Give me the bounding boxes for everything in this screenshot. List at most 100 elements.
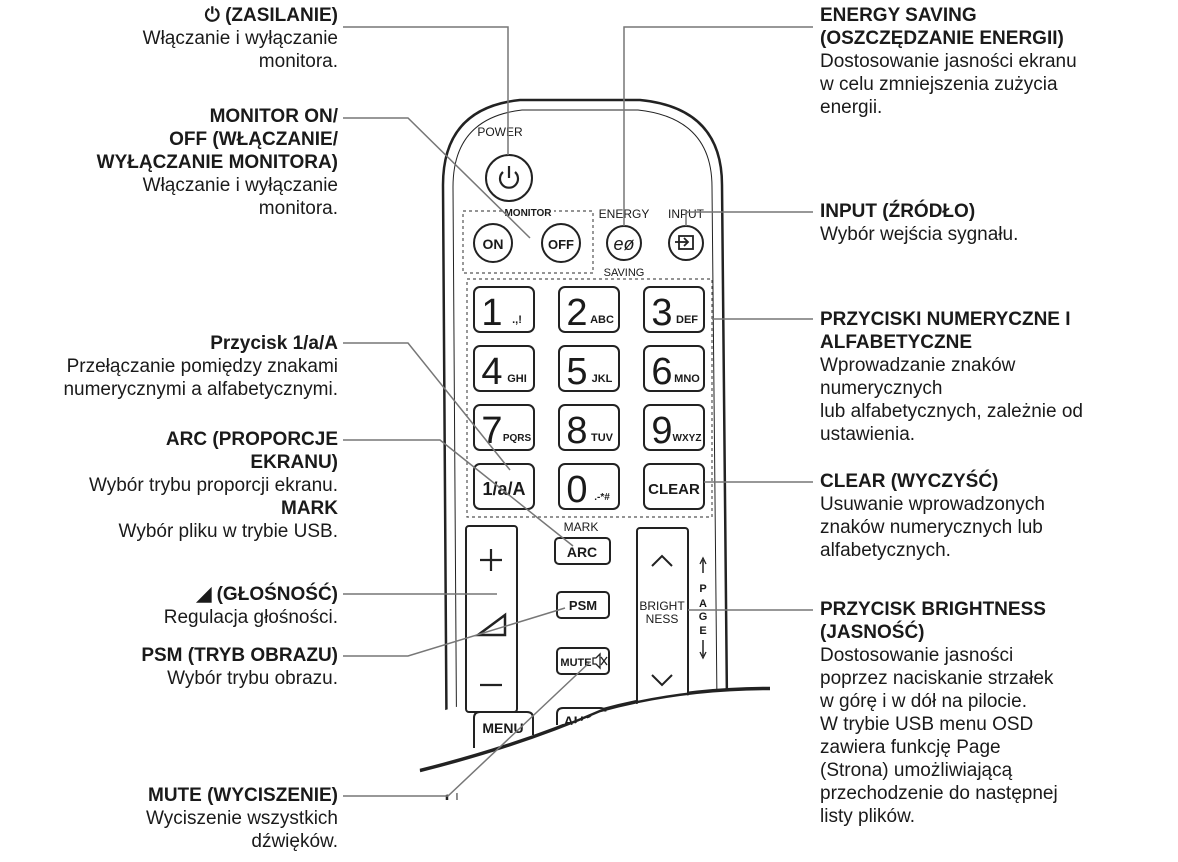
volume-icon <box>474 612 507 637</box>
label-clear-desc-2: znaków numerycznych lub <box>820 517 1043 538</box>
remote-cutoff-mask <box>415 690 775 800</box>
key-1-letters: .,! <box>512 314 522 326</box>
mute-button[interactable] <box>556 647 610 675</box>
mute-key-text: MUTE <box>560 657 591 669</box>
label-brightness: PRZYCISK BRIGHTNESS (JASNOŚĆ) Dostosowan… <box>820 598 1058 828</box>
key-9-letters: WXYZ <box>673 433 702 444</box>
label-energy-title-2: (OSZCZĘDZANIE ENERGII) <box>820 28 1064 49</box>
label-clear-desc-1: Usuwanie wprowadzonych <box>820 494 1045 515</box>
callout-input <box>685 211 813 226</box>
label-brightness-desc-3: w górę i w dół na pilocie. <box>820 691 1027 712</box>
label-monitor-desc-2: monitora. <box>258 198 338 219</box>
label-mute-title: MUTE (WYCISZENIE) <box>148 785 338 806</box>
toggle-1aA-button[interactable] <box>473 463 535 510</box>
key-1-digit: 1 <box>481 292 502 334</box>
label-energy-desc-2: w celu zmniejszenia zużycia <box>820 74 1058 95</box>
label-psm-desc-1: Wybór trybu obrazu. <box>167 668 338 689</box>
svg-text:G: G <box>699 611 708 623</box>
key-0-button[interactable]: 0.-*# <box>558 463 620 511</box>
chevron-down-icon <box>651 674 673 687</box>
svg-text:P: P <box>699 583 706 595</box>
label-brightness-desc-1: Dostosowanie jasności <box>820 645 1014 666</box>
clear-button[interactable] <box>643 463 705 510</box>
remote-cutoff-line <box>419 687 771 773</box>
label-toggle: Przycisk 1/a/A Przełączanie pomiędzy zna… <box>63 332 338 401</box>
label-energy-desc-1: Dostosowanie jasności ekranu <box>820 51 1077 72</box>
arc-button[interactable] <box>554 537 611 565</box>
key-5-letters: JKL <box>592 373 613 385</box>
callout-energy <box>623 26 813 226</box>
callout-monitor <box>343 117 531 239</box>
label-input: INPUT (ŹRÓDŁO) Wybór wejścia sygnału. <box>820 200 1018 246</box>
label-brightness-desc-6: (Strona) umożliwiającą <box>820 760 1013 781</box>
label-power-desc-1: Włączanie i wyłączanie <box>142 28 338 49</box>
callout-arc <box>343 439 574 547</box>
label-psm: PSM (TRYB OBRAZU) Wybór trybu obrazu. <box>141 644 338 690</box>
key-7-digit: 7 <box>481 410 502 452</box>
mark-key-label: MARK <box>564 520 599 534</box>
key-3-digit: 3 <box>651 292 672 334</box>
power-icon <box>498 166 520 189</box>
label-arc: ARC (PROPORCJE EKRANU) Wybór trybu propo… <box>89 428 338 543</box>
key-1-button[interactable]: 1.,! <box>473 286 535 334</box>
monitor-off-button[interactable] <box>541 223 581 263</box>
callout-power <box>343 26 509 155</box>
label-brightness-title-2: (JASNOŚĆ) <box>820 622 925 643</box>
label-input-desc-1: Wybór wejścia sygnału. <box>820 224 1019 245</box>
chevron-up-icon <box>651 554 673 567</box>
key-6-letters: MNO <box>674 373 700 385</box>
power-key-label: POWER <box>477 125 523 139</box>
off-key-text: OFF <box>548 237 574 252</box>
label-arc-desc-1: Wybór trybu proporcji ekranu. <box>88 475 338 496</box>
key-8-digit: 8 <box>566 410 587 452</box>
label-mute-desc-1: Wyciszenie wszystkich <box>146 808 338 829</box>
callout-psm <box>343 607 566 657</box>
psm-button[interactable] <box>556 591 610 619</box>
label-volume: ◢ (GŁOŚNOŚĆ) Regulacja głośności. <box>164 583 338 629</box>
on-key-text: ON <box>483 236 504 252</box>
label-brightness-desc-2: poprzez naciskanie strzałek <box>820 668 1054 689</box>
saving-key-label: SAVING <box>604 267 645 279</box>
power-symbol-icon: ⏻ <box>204 5 226 26</box>
label-numeric-desc-3: lub alfabetycznych, zależnie od <box>820 401 1083 422</box>
monitor-on-button[interactable] <box>473 223 513 263</box>
key-7-letters: PQRS <box>503 433 532 444</box>
remote-body <box>441 98 729 801</box>
callout-mute <box>343 661 591 797</box>
key-3-letters: DEF <box>676 314 698 326</box>
svg-text:E: E <box>699 625 706 637</box>
key-2-letters: ABC <box>590 314 614 326</box>
remote-body-inner <box>452 109 718 801</box>
numeric-group-frame <box>466 278 713 518</box>
label-toggle-desc-1: Przełączanie pomiędzy znakami <box>66 356 338 377</box>
label-power: ⏻ (ZASILANIE) Włączanie i wyłączanie mon… <box>143 4 338 73</box>
label-input-title: INPUT (ŹRÓDŁO) <box>820 201 976 222</box>
clear-key-text: CLEAR <box>648 481 700 498</box>
label-clear-desc-3: alfabetycznych. <box>820 540 951 561</box>
monitor-key-label: MONITOR <box>504 208 552 219</box>
svg-text:A: A <box>699 598 707 610</box>
mute-speaker-icon <box>592 652 608 670</box>
key-4-letters: GHI <box>507 373 527 385</box>
label-power-desc-2: monitora. <box>258 51 338 72</box>
input-source-icon <box>675 235 694 250</box>
brightness-key-text-1: BRIGHT <box>639 599 685 613</box>
label-mute: MUTE (WYCISZENIE) Wyciszenie wszystkich … <box>146 784 338 853</box>
label-numeric-desc-2: numerycznych <box>820 378 943 399</box>
label-arc-title-2: EKRANU) <box>250 452 338 473</box>
label-energy: ENERGY SAVING (OSZCZĘDZANIE ENERGII) Dos… <box>820 4 1077 119</box>
plus-icon <box>480 549 502 571</box>
label-volume-title: (GŁOŚNOŚĆ) <box>216 584 338 605</box>
label-volume-desc-1: Regulacja głośności. <box>163 607 338 628</box>
label-numeric: PRZYCISKI NUMERYCZNE I ALFABETYCZNE Wpro… <box>820 308 1083 446</box>
label-monitor-title-3: WYŁĄCZANIE MONITORA) <box>96 152 338 173</box>
